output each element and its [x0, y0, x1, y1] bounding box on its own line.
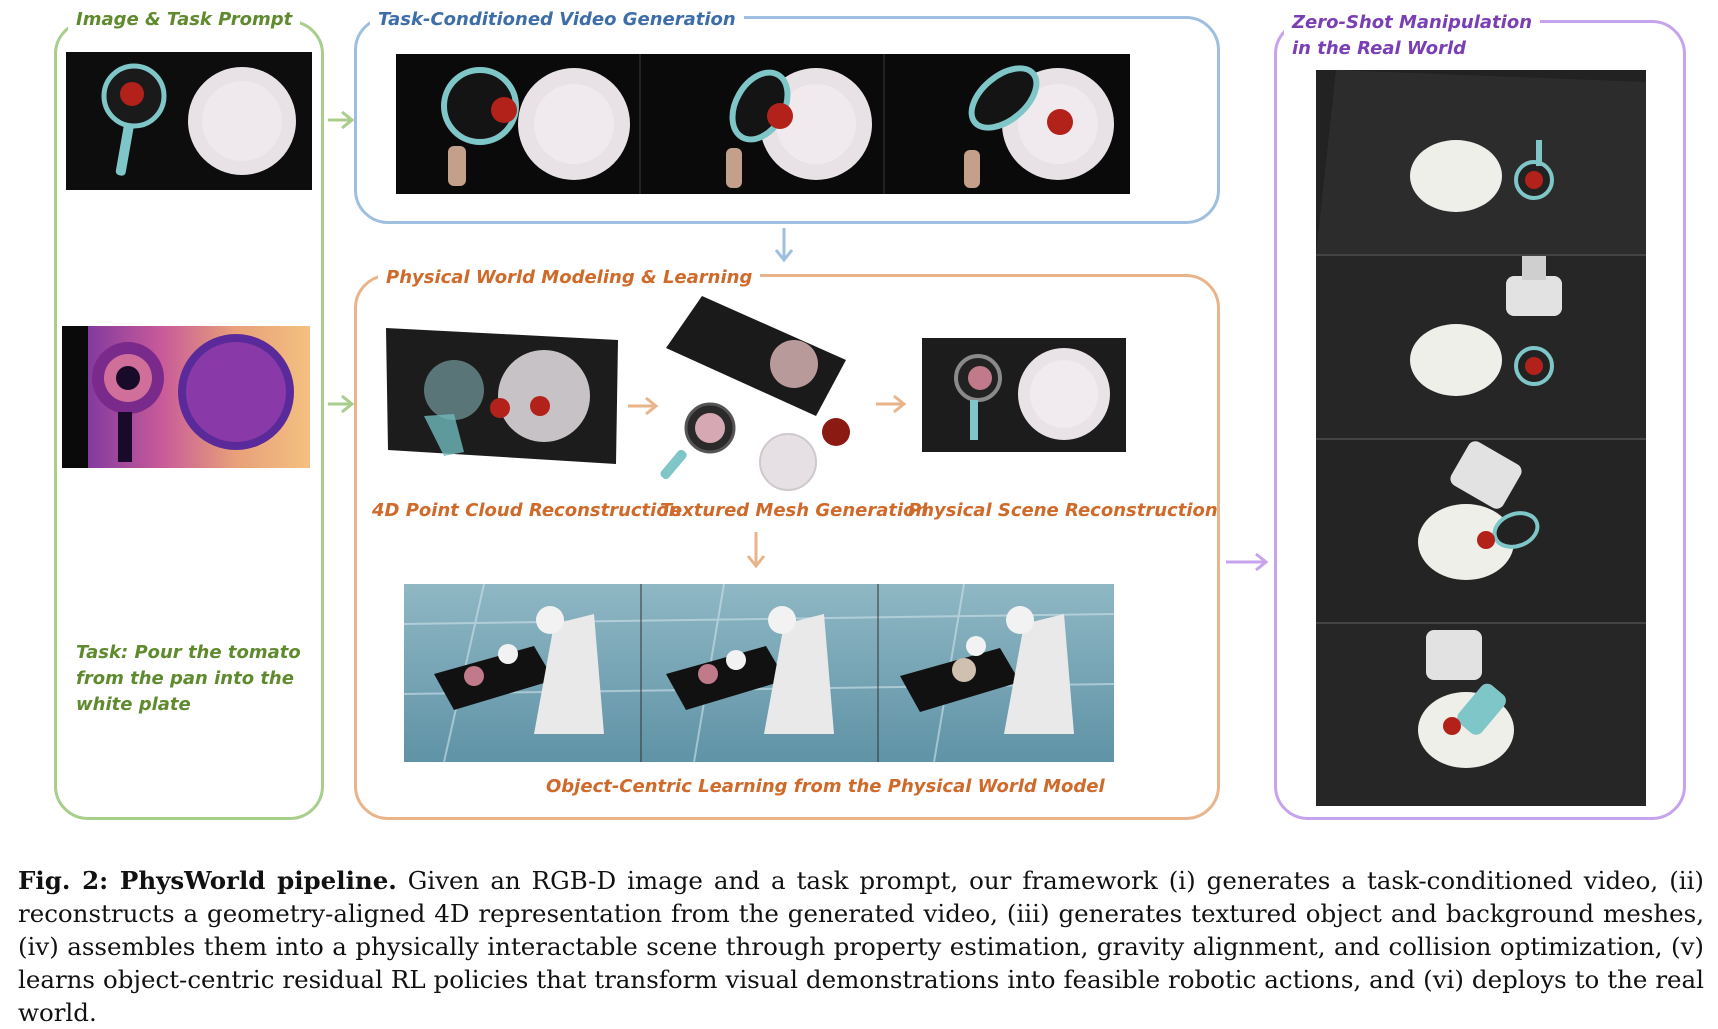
pointcloud-label: 4D Point Cloud Reconstruction [372, 500, 682, 521]
arrow-video-to-physical [774, 228, 794, 263]
rgb-input-image [66, 52, 312, 190]
real-world-frames [1316, 70, 1646, 806]
simulation-learning-frames [404, 584, 1114, 762]
depth-input-image [62, 326, 310, 468]
figure-caption: Fig. 2: PhysWorld pipeline. Given an RGB… [18, 864, 1704, 1029]
generated-video-frames [396, 54, 1130, 194]
arrow-cloud-to-mesh [628, 396, 659, 416]
physical-panel [354, 274, 1220, 820]
prompt-panel-title: Image & Task Prompt [68, 8, 301, 32]
video-panel [354, 16, 1220, 224]
arrow-to-video [328, 110, 355, 130]
physical-scene-image [922, 338, 1126, 452]
task-line-3: white plate [76, 694, 191, 715]
video-panel-title: Task-Conditioned Video Generation [370, 8, 744, 32]
caption-text: Given an RGB-D image and a task prompt, … [18, 866, 1704, 1027]
point-cloud-image [384, 326, 620, 466]
scene-label: Physical Scene Reconstruction [908, 500, 1218, 521]
arrow-mesh-to-learning [746, 532, 766, 569]
real-world-title-line-1: Zero-Shot Manipulation [1292, 12, 1533, 33]
task-line-1: Task: Pour the tomato [76, 642, 301, 663]
task-prompt-text: Task: Pour the tomato from the pan into … [76, 640, 301, 718]
caption-figure-label: Fig. 2: PhysWorld pipeline. [18, 866, 397, 895]
real-world-title-line-2: in the Real World [1292, 38, 1467, 59]
arrow-to-real-world [1226, 552, 1269, 572]
physical-panel-title: Physical World Modeling & Learning [378, 266, 761, 290]
arrow-mesh-to-scene [876, 394, 907, 414]
real-world-panel-title: Zero-Shot Manipulation in the Real World [1284, 10, 1541, 62]
mesh-label: Textured Mesh Generation [660, 500, 929, 521]
textured-mesh-image [656, 290, 866, 496]
arrow-to-physical [328, 394, 355, 414]
task-line-2: from the pan into the [76, 668, 294, 689]
learning-label: Object-Centric Learning from the Physica… [546, 776, 1105, 797]
